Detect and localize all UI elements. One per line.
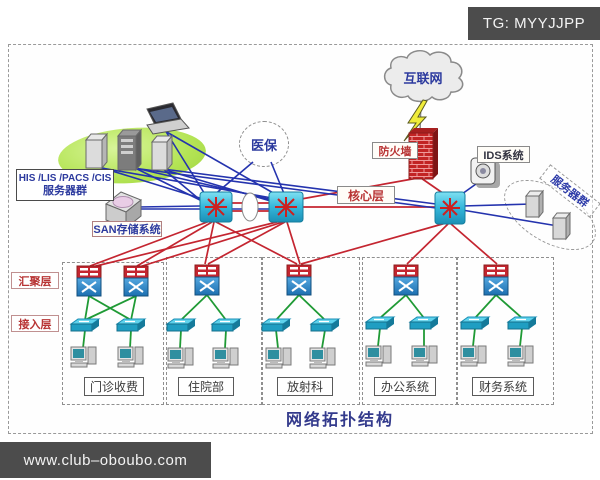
his-servers-line2: 服务器群 [43, 184, 87, 197]
group-box-finance [456, 257, 554, 405]
bottom-watermark: www.club–oboubo.com [0, 442, 211, 478]
group-label-radiology: 放射科 [277, 377, 333, 396]
medical-insurance-label: 医保 [250, 137, 277, 153]
group-label-outpatient: 门诊收费 [84, 377, 144, 396]
firewall-label: 防火墙 [372, 142, 418, 159]
top-watermark: TG: MYYJJPP [468, 7, 600, 40]
internet-label: 互联网 [403, 71, 443, 86]
diagram-title: 网络拓扑结构 [285, 412, 394, 429]
group-label-inpatient: 住院部 [178, 377, 234, 396]
ids-label: IDS系统 [477, 146, 530, 163]
group-label-office: 办公系统 [374, 377, 436, 396]
san-storage-label: SAN存储系统 [92, 221, 162, 237]
his-servers-label: HIS /LIS /PACS /CIS 服务器群 [16, 169, 114, 201]
access-layer-label: 接入层 [11, 315, 59, 332]
aggregation-layer-label: 汇聚层 [11, 272, 59, 289]
core-layer-label: 核心层 [337, 186, 395, 204]
his-servers-line1: HIS /LIS /PACS /CIS [18, 172, 112, 184]
group-label-finance: 财务系统 [472, 377, 534, 396]
medical-insurance-circle: 医保 [239, 121, 289, 167]
